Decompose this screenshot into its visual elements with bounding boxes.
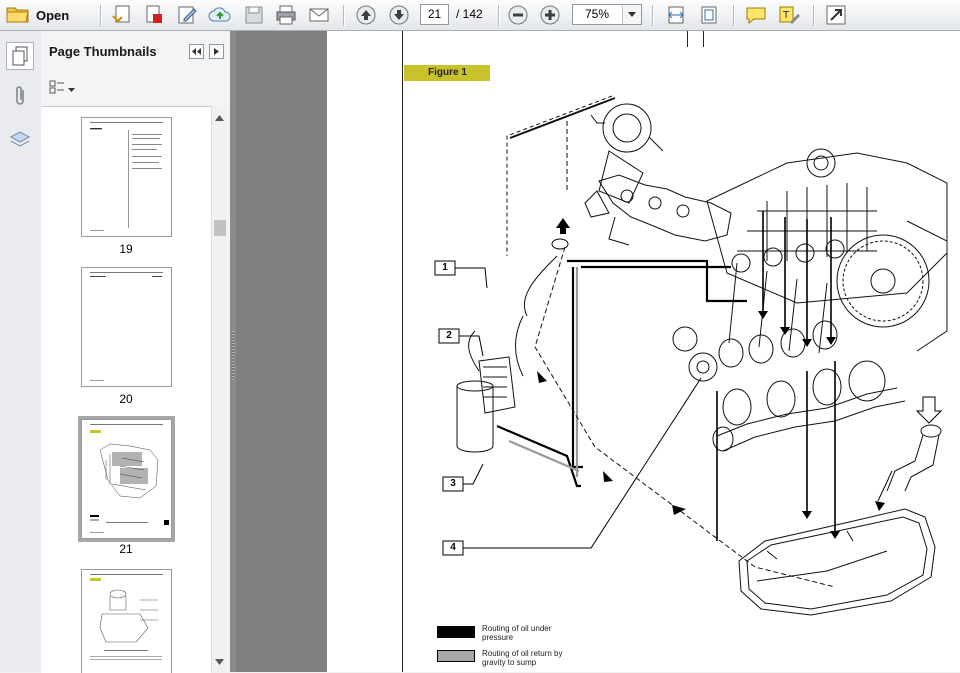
zoom-value: 75% xyxy=(585,7,610,21)
thumbnail-label: 19 xyxy=(119,242,133,256)
toolbar-separator xyxy=(343,5,344,26)
engine-lubrication-diagram xyxy=(434,95,948,616)
thumbnail-page-22[interactable] xyxy=(81,569,172,673)
expand-panel-icon[interactable] xyxy=(209,44,224,59)
callout-4: 4 xyxy=(450,542,456,553)
previous-page-icon[interactable] xyxy=(354,3,378,27)
cylinder-head xyxy=(706,148,948,304)
legend-swatch-gravity xyxy=(437,650,475,662)
toolbar-separator xyxy=(813,5,814,26)
thumbnail-page-19[interactable] xyxy=(81,117,172,237)
exhaust-manifold xyxy=(598,174,732,246)
cloud-upload-icon[interactable] xyxy=(208,3,232,27)
email-icon[interactable] xyxy=(307,3,331,27)
chevron-down-icon[interactable] xyxy=(622,5,641,24)
turbocharger xyxy=(584,103,664,218)
legend-swatch-pressure xyxy=(437,626,475,638)
page-tick xyxy=(687,31,688,47)
connecting-rods xyxy=(718,239,845,368)
toolbar: Open 21 / 142 75% xyxy=(0,0,960,31)
timing-gear xyxy=(836,220,948,352)
edit-form-icon[interactable] xyxy=(175,3,199,27)
open-label: Open xyxy=(36,7,70,23)
options-icon xyxy=(49,80,65,97)
collapse-panel-icon[interactable] xyxy=(189,44,204,59)
save-icon[interactable] xyxy=(242,3,266,27)
thumbnail-list: 19 20 xyxy=(41,106,211,673)
callouts xyxy=(434,260,702,556)
oil-filter xyxy=(456,356,516,453)
chevron-down-icon xyxy=(68,81,75,95)
expand-icon[interactable] xyxy=(824,3,848,27)
layers-icon[interactable] xyxy=(6,126,34,154)
thumbnail-options-menu[interactable] xyxy=(49,79,79,97)
zoom-out-icon[interactable] xyxy=(506,3,530,27)
toolbar-separator xyxy=(100,5,101,26)
thumbnail-page-22-preview xyxy=(90,574,163,660)
scroll-thumb[interactable] xyxy=(214,220,226,236)
thumbnail-panel: Page Thumbnails xyxy=(41,31,231,673)
page-margin-line xyxy=(402,31,403,672)
highlight-icon[interactable]: T xyxy=(777,3,801,27)
open-button[interactable]: Open xyxy=(6,3,86,27)
figure-label: Figure 1 xyxy=(404,65,490,81)
thumbnail-label: 21 xyxy=(119,542,133,556)
page-total: / 142 xyxy=(456,7,483,21)
folder-icon xyxy=(6,4,30,27)
thumbnail-scrollbar[interactable] xyxy=(211,106,228,672)
legend-text-pressure: Routing of oil under pressure xyxy=(482,624,552,642)
callout-1: 1 xyxy=(442,262,448,273)
thumbnail-page-21[interactable] xyxy=(78,416,175,542)
toolbar-separator xyxy=(652,5,653,26)
oil-sump xyxy=(738,508,936,616)
oil-filler xyxy=(886,424,942,492)
scroll-down-icon[interactable] xyxy=(215,654,224,668)
navigation-rail xyxy=(0,31,42,672)
legend-text-gravity: Routing of oil return by gravity to sump xyxy=(482,649,563,667)
fit-page-icon[interactable] xyxy=(697,3,721,27)
panel-splitter[interactable] xyxy=(230,31,236,672)
panel-title: Page Thumbnails xyxy=(49,44,157,59)
scroll-up-icon[interactable] xyxy=(215,110,224,124)
callout-2: 2 xyxy=(446,330,452,341)
fit-width-icon[interactable] xyxy=(664,3,688,27)
svg-text:T: T xyxy=(782,10,790,21)
page-number-input[interactable]: 21 xyxy=(420,4,449,25)
page-tick xyxy=(703,31,704,47)
zoom-in-icon[interactable] xyxy=(538,3,562,27)
thumbnail-page-21-preview xyxy=(90,424,169,533)
thumbnail-page-20[interactable] xyxy=(81,267,172,387)
thumbnail-page-19-preview xyxy=(90,122,163,231)
thumbnail-page-20-preview xyxy=(90,272,163,381)
callout-3: 3 xyxy=(450,478,456,489)
export-pdf-icon[interactable] xyxy=(142,3,166,27)
thumbnail-label: 20 xyxy=(119,392,133,406)
page-thumbnails-icon[interactable] xyxy=(6,42,34,70)
toolbar-separator xyxy=(733,5,734,26)
splitter-grip xyxy=(232,331,234,381)
crankshaft xyxy=(712,360,906,452)
attachments-icon[interactable] xyxy=(6,82,34,110)
next-page-icon[interactable] xyxy=(387,3,411,27)
toolbar-separator xyxy=(498,5,499,26)
print-icon[interactable] xyxy=(274,3,298,27)
zoom-select[interactable]: 75% xyxy=(572,4,642,25)
create-pdf-icon[interactable] xyxy=(110,3,134,27)
document-page: Figure 1 xyxy=(327,31,960,672)
comment-icon[interactable] xyxy=(744,3,768,27)
